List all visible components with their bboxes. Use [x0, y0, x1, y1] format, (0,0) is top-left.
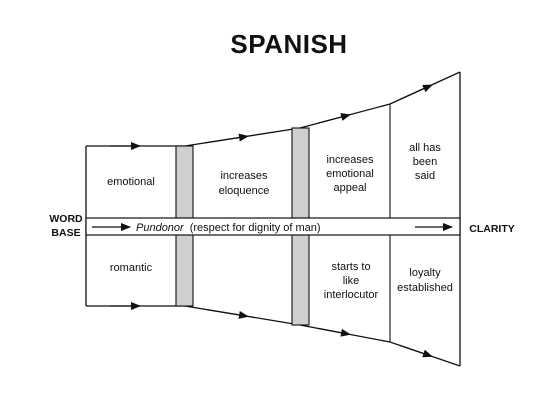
axis-term: Pundonor [136, 222, 185, 234]
funnel-top-edge [86, 71, 461, 147]
top-arrow-3 [317, 113, 351, 124]
bottom-cell-3-line-1: loyalty [409, 267, 441, 279]
left-label-line-2: BASE [51, 227, 80, 239]
top-cell-2-line-1: increases [220, 170, 268, 182]
bottom-cell-2-line-3: interlocutor [324, 289, 379, 301]
axis-text: Pundonor (respect for dignity of man) [136, 222, 321, 234]
axis-band [85, 217, 461, 236]
top-cell-3-line-1: increases [326, 154, 374, 166]
top-arrow-2 [204, 133, 249, 144]
top-cell-3: increases emotional appeal [326, 154, 374, 194]
bottom-arrow-4 [399, 344, 433, 358]
top-cell-2: increases eloquence [219, 170, 270, 197]
bottom-cell-2: starts to like interlocutor [324, 261, 379, 301]
top-cell-2-line-2: eloquence [219, 185, 270, 197]
axis-gloss: (respect for dignity of man) [190, 222, 321, 234]
bottom-cell-2-line-2: like [343, 275, 360, 287]
top-arrow-4 [399, 84, 433, 100]
bottom-cell-2-line-1: starts to [331, 261, 370, 273]
bottom-cell-3: loyalty established [397, 267, 453, 294]
bottom-cell-1: romantic [110, 262, 153, 274]
top-cell-1: emotional [107, 176, 155, 188]
bottom-arrow-3 [317, 327, 351, 337]
bottom-cell-3-line-2: established [397, 282, 453, 294]
left-label-line-1: WORD [49, 213, 83, 225]
top-cell-3-line-3: appeal [333, 182, 366, 194]
funnel-bottom-edge [86, 305, 461, 367]
top-cell-4: all has been said [409, 142, 441, 182]
right-label: CLARITY [469, 223, 515, 235]
top-cell-4-line-1: all has [409, 142, 441, 154]
top-cell-1-line-1: emotional [107, 176, 155, 188]
bottom-cell-1-line-1: romantic [110, 262, 153, 274]
top-cell-4-line-2: been [413, 156, 437, 168]
top-cell-3-line-2: emotional [326, 168, 374, 180]
bottom-arrow-2 [204, 308, 249, 319]
diagram-title: SPANISH [230, 29, 347, 59]
top-cell-4-line-3: said [415, 170, 435, 182]
